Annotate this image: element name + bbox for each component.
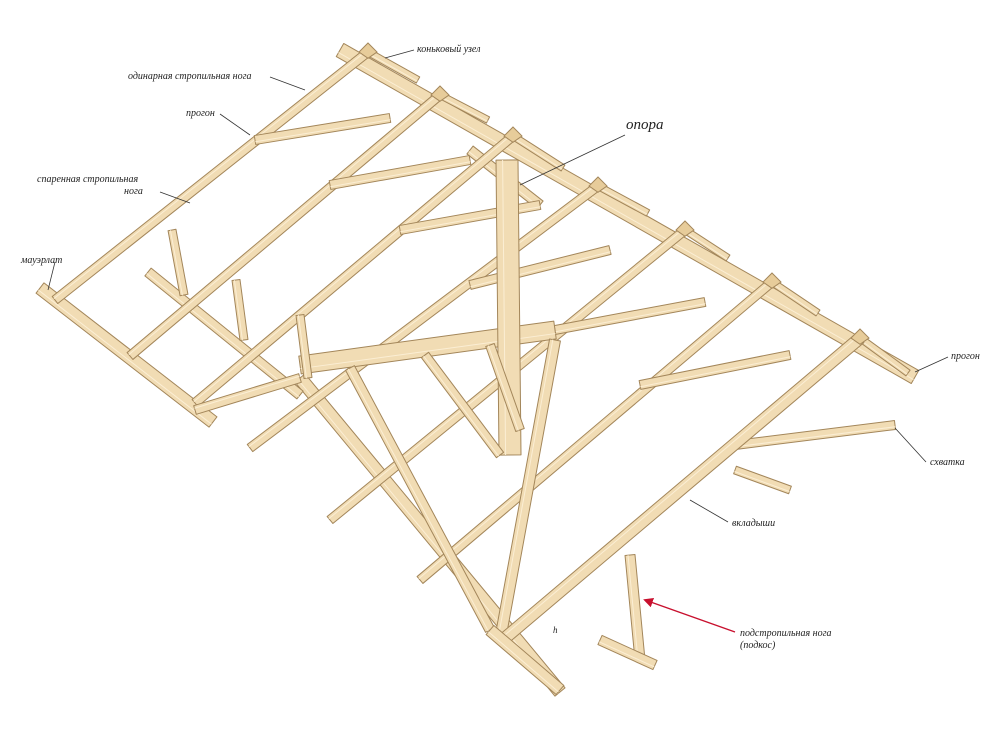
end-rafter-highlight xyxy=(503,335,859,637)
leader-single-rafter xyxy=(269,76,306,91)
post-3 xyxy=(295,313,313,380)
wall-plate-right xyxy=(485,624,565,696)
post-2-highlight xyxy=(233,280,243,341)
wall-plate-left xyxy=(35,282,218,428)
timber-members xyxy=(35,42,920,697)
purlin-left-back-highlight xyxy=(146,273,300,397)
collar-tie-7-highlight xyxy=(735,426,896,448)
leader-purlin-right xyxy=(914,356,949,373)
leader-inserts xyxy=(689,499,729,523)
rafter-strut-highlight xyxy=(627,555,639,661)
paired-rafter-label-line2: нога xyxy=(124,186,143,197)
post-2 xyxy=(231,278,249,342)
truss-strut-b-highlight xyxy=(423,355,499,457)
inserts-label: вкладыши xyxy=(732,518,776,529)
paired-rafter-label-line1: спаренная стропильная xyxy=(37,174,139,185)
rafter-right-6-highlight xyxy=(770,282,818,315)
purlin-right-label: прогон xyxy=(951,351,980,362)
wall-plate-left-highlight xyxy=(38,289,212,425)
ridge-joint-1 xyxy=(358,42,378,59)
support-post-highlight xyxy=(502,160,507,456)
rafter-right-7-highlight xyxy=(858,338,908,375)
ridge-joint-7 xyxy=(850,328,870,345)
ridge-joint-3 xyxy=(503,126,523,143)
truss-strut-d-highlight xyxy=(497,339,554,640)
strut-label-line2: (подкос) xyxy=(740,640,776,651)
label-leaders xyxy=(47,49,949,633)
inserts-beam-highlight xyxy=(734,471,790,492)
collar-tie-label: схватка xyxy=(930,457,965,468)
leader-support xyxy=(519,134,626,186)
rafter-right-1-highlight xyxy=(367,52,418,82)
wall-plate-label: мауэрлат xyxy=(21,255,63,266)
rafter-left-3-highlight xyxy=(193,134,513,403)
rafter-right-4-highlight xyxy=(597,186,648,215)
rafter-right-2-highlight xyxy=(439,95,488,122)
post-3-highlight xyxy=(297,315,307,379)
truss-strut-c-highlight xyxy=(487,345,519,431)
leader-wall-plate xyxy=(47,261,56,291)
collar-tie-1-highlight xyxy=(255,119,391,143)
leader-paired-rafter xyxy=(159,191,191,204)
dimension-h-label: h xyxy=(553,625,558,635)
ridge-joint-5 xyxy=(675,220,695,237)
rafter-left-6-highlight xyxy=(418,280,772,580)
truss-strut-b xyxy=(420,351,505,459)
truss-top-chord xyxy=(298,320,557,375)
ridge-joint-4 xyxy=(588,176,608,193)
wall-plate-front-highlight xyxy=(297,379,559,694)
leader-purlin-left xyxy=(219,113,251,136)
ridge-joint-6 xyxy=(762,272,782,289)
rafter-right-5-highlight xyxy=(683,230,728,260)
truss-brace-left-highlight xyxy=(194,375,300,409)
strut-label-line1: подстропильная нога xyxy=(740,628,832,639)
post-1-highlight xyxy=(169,230,183,296)
ridge-node-label: коньковый узел xyxy=(417,44,481,55)
collar-tie-6-highlight xyxy=(640,356,791,388)
leader-strut xyxy=(643,598,736,633)
joint-plates xyxy=(358,42,870,345)
rafter-left-1-highlight xyxy=(53,50,368,299)
truss-strut-a-highlight xyxy=(347,368,489,632)
inserts-beam xyxy=(733,465,792,495)
ridge-joint-2 xyxy=(430,85,450,102)
rafter-left-4-highlight xyxy=(248,184,598,447)
single-rafter-label: одинарная стропильная нога xyxy=(128,71,252,82)
rafter-right-3-highlight xyxy=(511,136,563,170)
collar-tie-2-highlight xyxy=(330,161,471,188)
wall-plate-right-highlight xyxy=(488,631,559,693)
ridge-beam-highlight xyxy=(338,52,914,381)
leader-ridge-node xyxy=(384,49,415,59)
collar-tie-5-highlight xyxy=(555,303,706,333)
eave-beam-right-highlight xyxy=(598,641,655,668)
purlin-left-label: прогон xyxy=(186,108,215,119)
rafter-left-2-highlight xyxy=(128,93,440,356)
leader-collar-tie xyxy=(894,427,927,463)
rafter-strut xyxy=(624,554,646,661)
collar-tie-4-highlight xyxy=(470,251,611,288)
support-post-label: опора xyxy=(626,117,664,133)
